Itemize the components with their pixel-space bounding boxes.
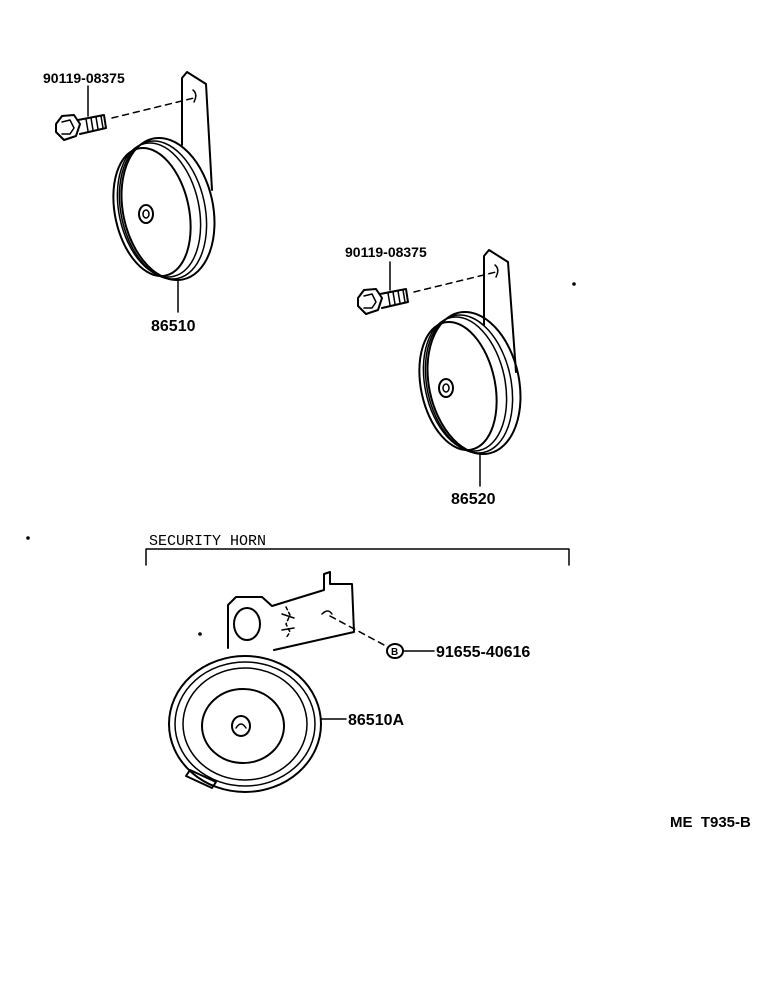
security-horn-outer [168, 655, 322, 793]
horn-center-hole [442, 383, 450, 393]
horn-face [418, 320, 498, 452]
security-bracket [227, 571, 355, 651]
bolt-part-no-b: 90119-08375 [345, 244, 427, 260]
horn-part-no-86510A: 86510A [348, 712, 404, 729]
bracket-hole [494, 264, 499, 278]
bolt-head [357, 288, 383, 315]
nut-symbol-letter: B [391, 647, 398, 658]
horn-face [112, 146, 192, 278]
bolt-head [55, 114, 81, 141]
horn-part-no-86510: 86510 [151, 318, 196, 335]
bolt-90119-a [55, 85, 195, 141]
security-horn-title: SECURITY HORN [149, 533, 266, 550]
scan-speck [26, 536, 30, 540]
bracket-hole [192, 89, 197, 103]
bolt-thread [387, 289, 406, 306]
security-horn-group [145, 548, 570, 793]
horn-86510 [112, 71, 216, 313]
horn-center-boss [138, 204, 154, 224]
security-horn-face [182, 667, 308, 781]
scan-speck [198, 632, 202, 636]
security-horn-inner [201, 688, 285, 764]
bolt-part-no-a: 90119-08375 [43, 70, 125, 86]
bracket-mount-hole [233, 607, 261, 641]
horn-bracket [483, 249, 517, 373]
horn-rim-outer [120, 136, 216, 282]
bolt-90119-b [357, 261, 497, 315]
figure-code: ME T935-B [670, 814, 751, 831]
bracket-bend-marks [281, 613, 295, 631]
horn-rim-middle [118, 140, 208, 280]
horn-rim-outer [426, 310, 522, 456]
security-horn-rim [174, 661, 316, 787]
horn-rim-middle [424, 314, 514, 454]
horn-part-no-86520: 86520 [451, 491, 496, 508]
horn-bracket [181, 71, 213, 191]
scan-speck [572, 282, 576, 286]
security-horn-center [235, 723, 247, 729]
security-horn-boss [231, 715, 251, 737]
horn-rim-inner [422, 316, 508, 452]
bolt-head-face [363, 293, 377, 309]
terminal-tab [185, 769, 217, 789]
bolt-axis-dashed [413, 271, 497, 293]
horn-center-boss [438, 378, 454, 398]
security-horn-bracket-line [145, 548, 570, 566]
bracket-bolt-hole [321, 610, 333, 615]
horn-86520 [418, 249, 522, 487]
bolt-axis-dashed [111, 97, 195, 119]
horn-center-hole [142, 209, 150, 219]
bracket-bend-line [285, 606, 291, 639]
nut-part-no: 91655-40616 [436, 644, 530, 661]
nut-axis-dashed [329, 615, 387, 647]
bolt-thread [85, 115, 104, 132]
bolt-head-face [61, 119, 75, 135]
horn-rim-inner [116, 142, 202, 278]
